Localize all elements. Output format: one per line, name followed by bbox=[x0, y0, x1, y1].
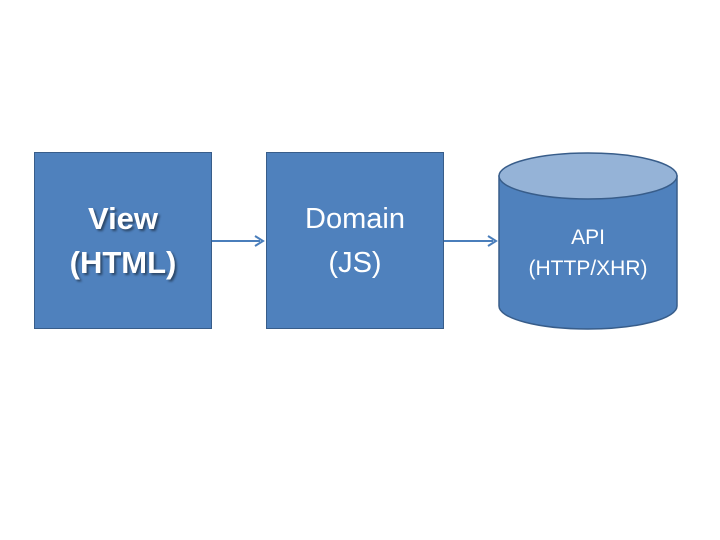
view-box: View (HTML) bbox=[34, 152, 212, 329]
domain-box-title: Domain bbox=[305, 202, 405, 235]
api-cylinder-top bbox=[498, 152, 678, 200]
domain-box-subtitle: (JS) bbox=[328, 246, 382, 279]
api-label-subtitle: (HTTP/XHR) bbox=[528, 257, 648, 280]
api-cylinder-body bbox=[498, 175, 678, 330]
arrow-domain-to-api bbox=[444, 235, 498, 247]
api-label-title: API bbox=[571, 226, 605, 249]
view-box-subtitle: (HTML) bbox=[69, 244, 177, 280]
api-label: API (HTTP/XHR) bbox=[498, 222, 678, 284]
arrow-view-to-domain bbox=[212, 235, 265, 247]
domain-box: Domain (JS) bbox=[266, 152, 444, 329]
view-box-title: View bbox=[87, 200, 159, 236]
